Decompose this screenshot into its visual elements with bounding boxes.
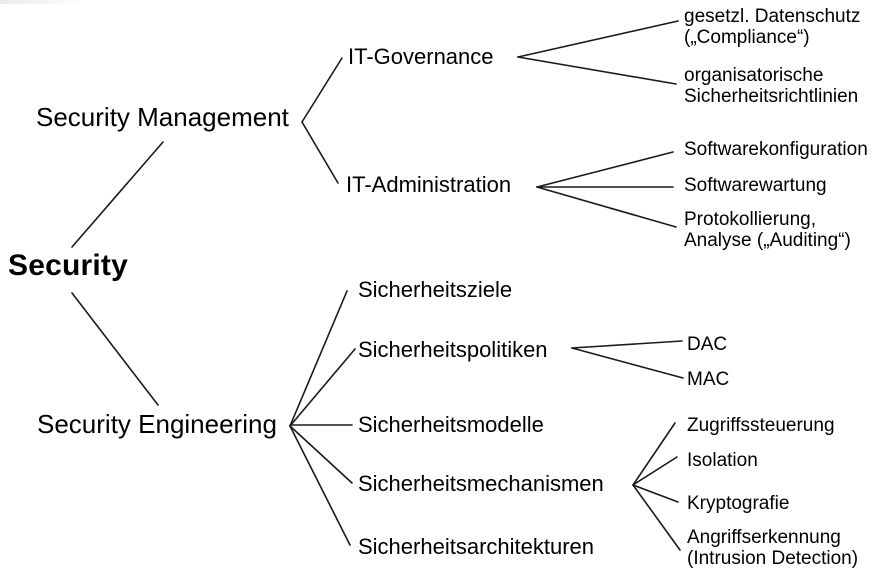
node-sicherheitspolitiken: Sicherheitspolitiken — [358, 337, 548, 362]
node-sicherheitsarchitekturen: Sicherheitsarchitekturen — [358, 534, 595, 559]
connector-line — [536, 151, 674, 188]
leaf-kryptografie: Kryptografie — [687, 493, 790, 514]
connector-line — [71, 292, 159, 406]
connector-line — [289, 348, 356, 427]
node-security: Security — [8, 249, 128, 282]
leaf-isolation: Isolation — [687, 450, 758, 471]
leaf-softwarekonfiguration: Softwarekonfiguration — [684, 139, 868, 160]
connector-line — [71, 141, 164, 248]
connector-line — [517, 56, 677, 85]
connector-line — [632, 484, 679, 503]
leaf-mac: MAC — [687, 369, 730, 390]
leaf-protokollierung-analyse: Protokollierung, Analyse („Auditing“) — [684, 209, 851, 251]
connector-line — [301, 121, 339, 184]
node-it-administration: IT-Administration — [346, 172, 512, 197]
node-sicherheitsziele: Sicherheitsziele — [358, 277, 513, 302]
connector-line — [289, 290, 348, 427]
leaf-dac: DAC — [687, 334, 728, 355]
node-security-management: Security Management — [36, 102, 289, 132]
connector-line — [571, 340, 683, 349]
connector-line — [289, 425, 351, 546]
connector-line — [536, 186, 677, 228]
node-sicherheitsmodelle: Sicherheitsmodelle — [358, 412, 544, 437]
connector-line — [517, 20, 679, 58]
connector-line — [289, 425, 353, 484]
connector-line — [571, 347, 684, 379]
connector-line — [632, 422, 676, 486]
node-sicherheitsmechanismen: Sicherheitsmechanismen — [358, 471, 604, 496]
leaf-gesetzl-datenschutz: gesetzl. Datenschutz („Compliance“) — [684, 6, 861, 48]
connector-line — [301, 57, 343, 123]
leaf-organisatorische-sicherheitsrichtlinien: organisatorische Sicherheitsrichtlinien — [684, 65, 859, 107]
leaf-zugriffssteuerung: Zugriffssteuerung — [687, 415, 835, 436]
node-security-engineering: Security Engineering — [37, 409, 277, 439]
node-it-governance: IT-Governance — [348, 44, 494, 69]
leaf-angriffserkennung: Angriffserkennung (Intrusion Detection) — [687, 527, 859, 569]
leaf-softwarewartung: Softwarewartung — [684, 175, 827, 196]
connector-line — [632, 484, 681, 551]
connector-line — [632, 456, 678, 486]
scan-artifact — [0, 0, 85, 4]
